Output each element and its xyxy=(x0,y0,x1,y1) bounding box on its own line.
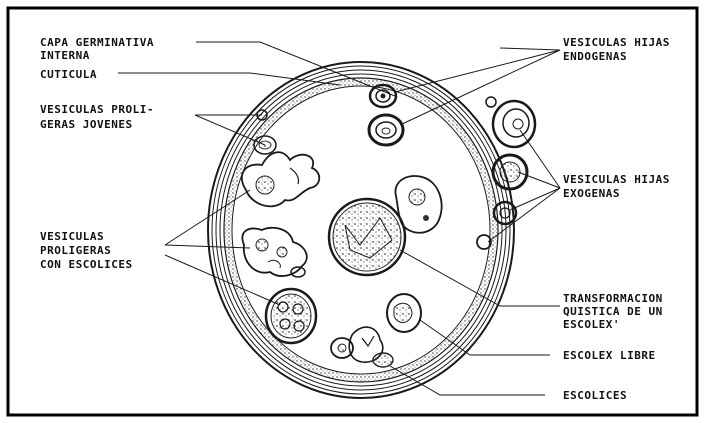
proligeras-jovenes-line-1: VESICULAS PROLI- xyxy=(40,103,154,116)
label-vesiculas-hijas-endogenas: VESICULAS HIJAS ENDOGENAS xyxy=(563,36,670,63)
proligeras-escolices-line-3: CON ESCOLICES xyxy=(40,258,133,271)
transformacion-line-2: QUISTICA DE UN xyxy=(563,305,663,318)
capa-germinativa-line-2: INTERNA xyxy=(40,49,90,62)
label-vesiculas-proligeras-escolices: VESICULAS PROLIGERAS CON ESCOLICES xyxy=(40,230,133,271)
free-escolex xyxy=(387,294,421,332)
capa-germinativa-line-1: CAPA GERMINATIVA xyxy=(40,36,154,49)
budding-vesicle xyxy=(242,152,319,206)
endogenous-daughter-vesicles xyxy=(369,85,403,145)
quistic-scolex xyxy=(329,199,405,275)
proligerous-capsule-full xyxy=(266,289,316,343)
hijas-endogenas-line-2: ENDOGENAS xyxy=(563,50,627,63)
hijas-endogenas-line-1: VESICULAS HIJAS xyxy=(563,36,670,49)
proligeras-escolices-line-2: PROLIGERAS xyxy=(40,244,111,257)
label-escolices: ESCOLICES xyxy=(563,389,627,402)
proligeras-escolices-line-1: VESICULAS xyxy=(40,230,104,243)
label-cuticula: CUTICULA xyxy=(40,68,97,81)
label-transformacion-quistica: TRANSFORMACION QUISTICA DE UN ESCOLEX' xyxy=(563,292,663,331)
cuticula-line-1: CUTICULA xyxy=(40,68,97,81)
escolices-cluster xyxy=(331,327,393,367)
label-capa-germinativa: CAPA GERMINATIVA INTERNA xyxy=(40,36,154,62)
hijas-exogenas-line-1: VESICULAS HIJAS xyxy=(563,173,670,186)
proligeras-jovenes-line-2: GERAS JOVENES xyxy=(40,118,133,131)
vesicle-with-escolices xyxy=(242,228,306,277)
escolices-line-1: ESCOLICES xyxy=(563,389,627,402)
label-escolex-libre: ESCOLEX LIBRE xyxy=(563,349,656,362)
transformacion-line-3: ESCOLEX' xyxy=(563,318,620,331)
label-vesiculas-hijas-exogenas: VESICULAS HIJAS EXOGENAS xyxy=(563,173,670,200)
inner-vesicle-upper-right xyxy=(395,176,441,233)
label-vesiculas-proligeras-jovenes: VESICULAS PROLI- GERAS JOVENES xyxy=(40,103,154,131)
escolex-libre-line-1: ESCOLEX LIBRE xyxy=(563,349,656,362)
hijas-exogenas-line-2: EXOGENAS xyxy=(563,187,620,200)
transformacion-line-1: TRANSFORMACION xyxy=(563,292,663,305)
